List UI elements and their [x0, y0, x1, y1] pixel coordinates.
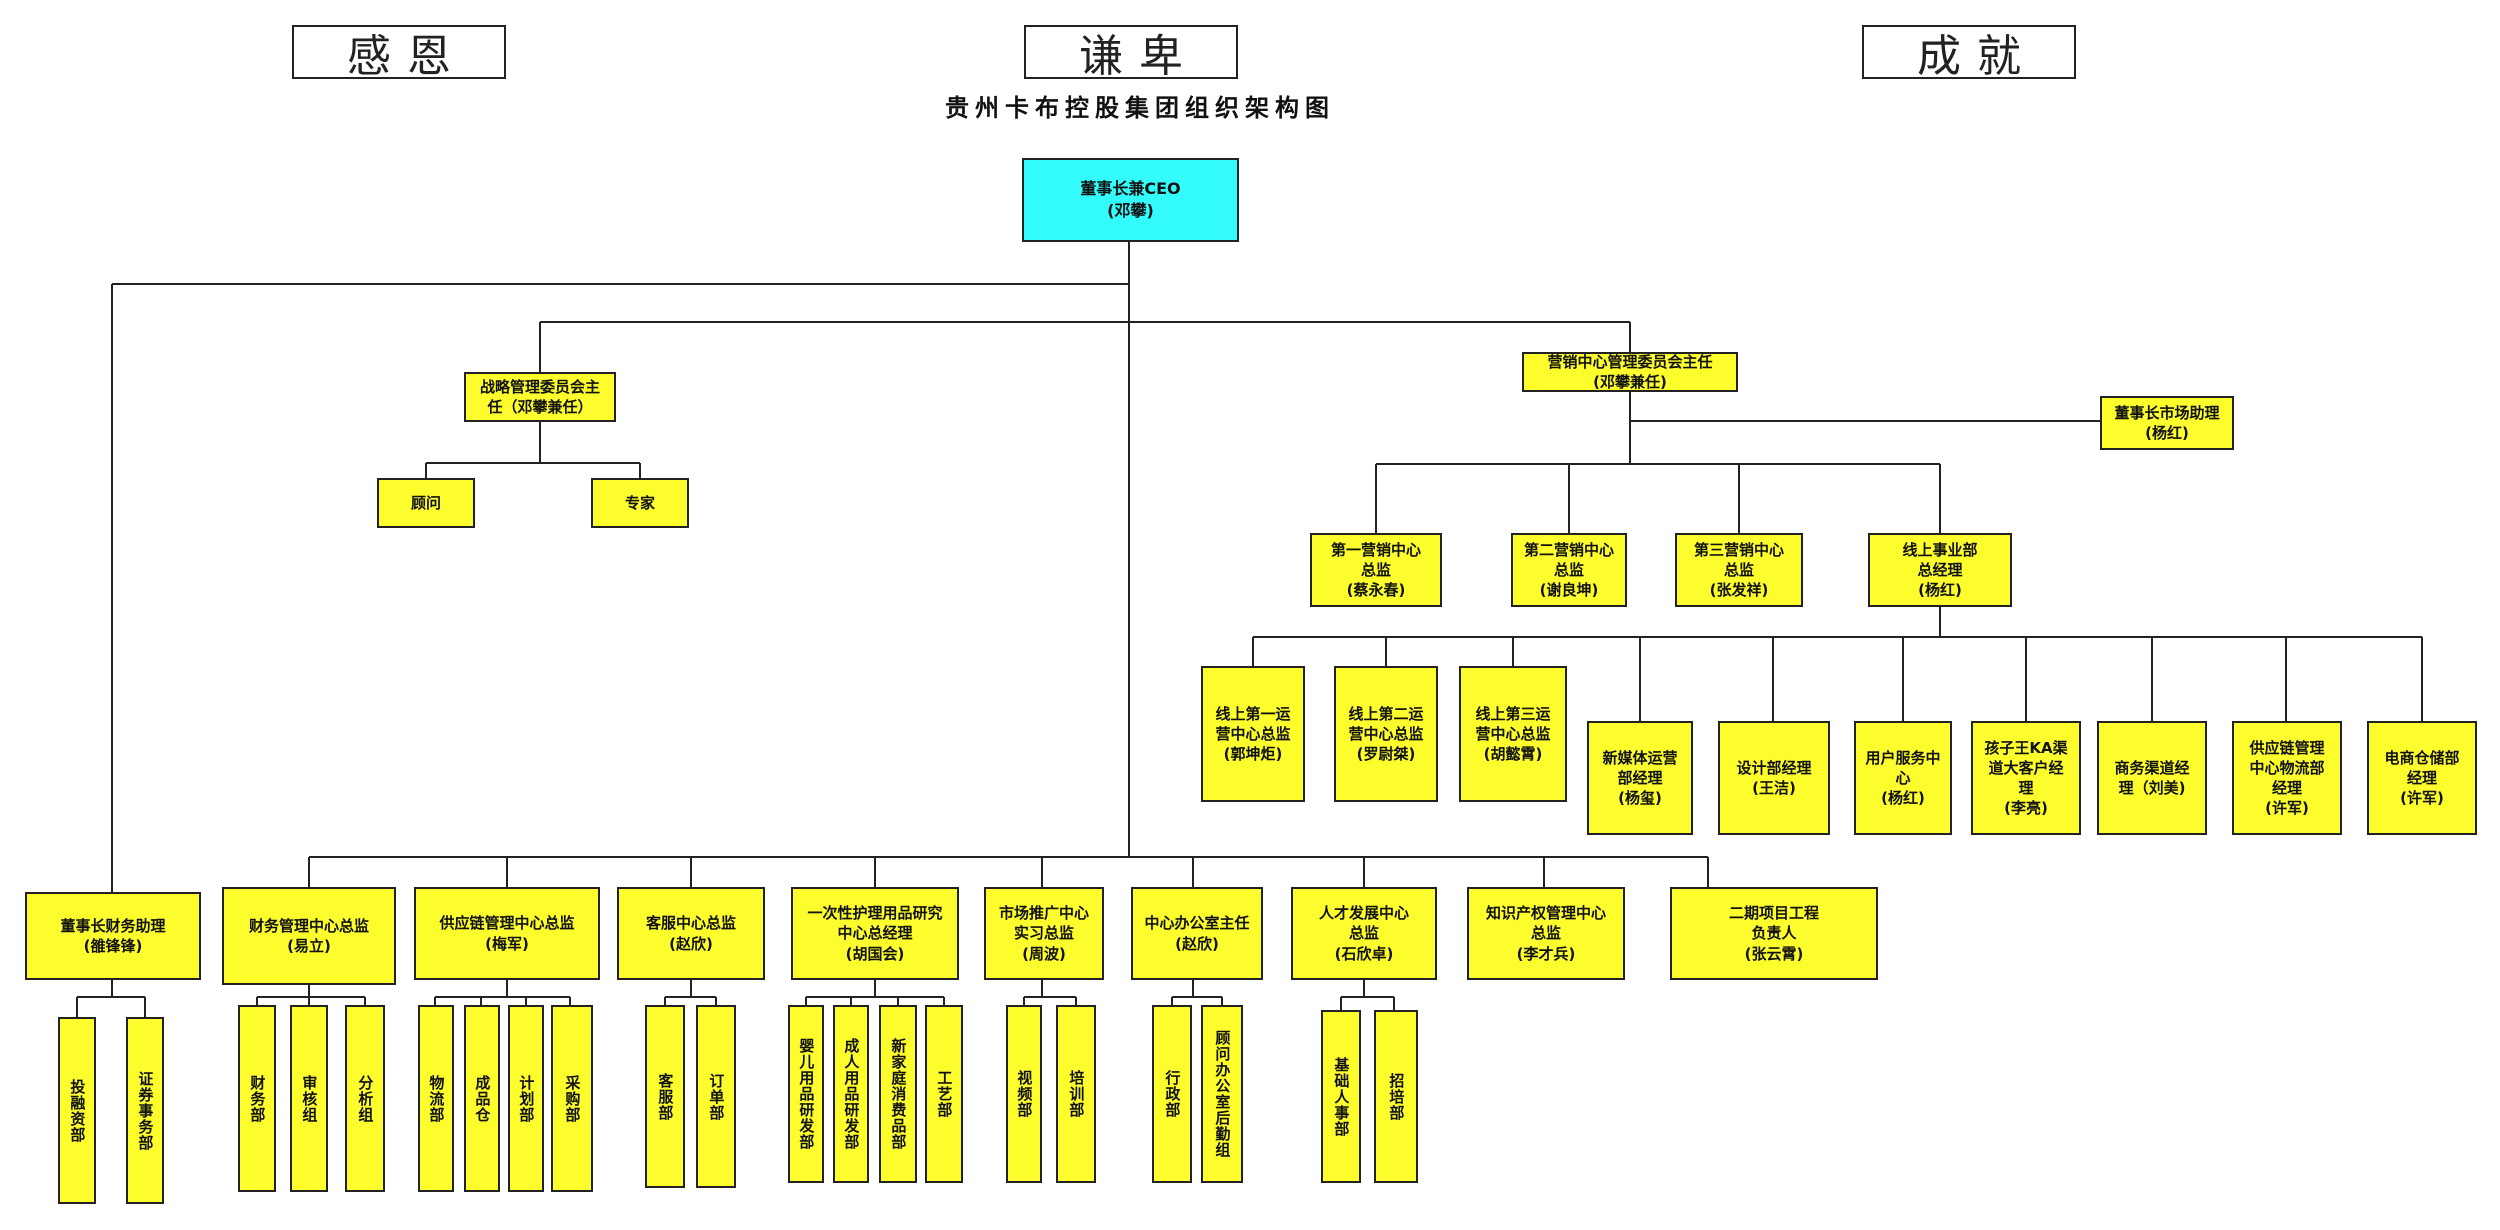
ka-channel-box: 孩子王KA渠 道大客户经 理 (李亮) [1971, 721, 2081, 835]
department-box: 行政部 [1152, 1005, 1192, 1183]
department-box: 新家庭消费品部 [879, 1005, 917, 1183]
ip-center-box: 知识产权管理中心 总监 (李才兵) [1467, 887, 1625, 980]
department-box: 婴儿用品研发部 [788, 1005, 824, 1183]
department-box: 成品仓 [464, 1005, 500, 1192]
department-label: 物流部 [427, 1074, 446, 1123]
department-label: 婴儿用品研发部 [797, 1038, 816, 1150]
department-label: 培训部 [1067, 1070, 1086, 1118]
department-box: 投融资部 [58, 1017, 96, 1204]
department-label: 计划部 [517, 1074, 536, 1123]
department-label: 客服部 [656, 1072, 675, 1121]
department-label: 招培部 [1387, 1072, 1406, 1121]
finance-assistant-box: 董事长财务助理 (雒锋锋) [25, 892, 201, 980]
department-box: 招培部 [1374, 1010, 1418, 1183]
online-op-center-3-box: 线上第三运 营中心总监 (胡懿霄) [1459, 666, 1567, 802]
finance-center-box: 财务管理中心总监 (易立) [222, 887, 396, 985]
department-label: 投融资部 [68, 1078, 87, 1143]
department-label: 基础人事部 [1332, 1056, 1351, 1137]
marketing-committee-box: 营销中心管理委员会主任 (邓攀兼任) [1522, 352, 1738, 392]
expert-box: 专家 [591, 478, 689, 528]
department-box: 基础人事部 [1321, 1010, 1361, 1183]
department-box: 客服部 [645, 1005, 685, 1188]
department-label: 成人用品研发部 [842, 1038, 861, 1150]
customer-center-box: 客服中心总监 (赵欣) [617, 887, 765, 980]
ecom-warehouse-box: 电商仓储部 经理 (许军) [2367, 721, 2477, 835]
banner-gratitude: 感恩 [292, 25, 506, 82]
supply-chain-center-box: 供应链管理中心总监 (梅军) [414, 887, 600, 980]
department-box: 培训部 [1056, 1005, 1096, 1183]
department-box: 证券事务部 [126, 1017, 164, 1204]
department-label: 工艺部 [935, 1070, 954, 1118]
online-op-center-1-box: 线上第一运 营中心总监 (郭坤炬) [1201, 666, 1305, 802]
ceo-box: 董事长兼CEO (邓攀) [1022, 158, 1239, 242]
business-channel-box: 商务渠道经 理（刘美) [2097, 721, 2207, 835]
department-label: 分析组 [356, 1074, 375, 1123]
banner-humility: 谦卑 [1024, 25, 1238, 82]
department-label: 顾问办公室后勤组 [1213, 1030, 1232, 1158]
new-media-box: 新媒体运营 部经理 (杨玺) [1587, 721, 1693, 835]
project-box: 二期项目工程 负责人 (张云霄) [1670, 887, 1878, 980]
department-label: 订单部 [707, 1072, 726, 1121]
promotion-center-box: 市场推广中心 实习总监 (周波) [984, 887, 1104, 980]
department-box: 顾问办公室后勤组 [1201, 1005, 1243, 1183]
department-box: 成人用品研发部 [833, 1005, 869, 1183]
department-box: 分析组 [345, 1005, 385, 1192]
department-box: 计划部 [508, 1005, 544, 1192]
department-label: 成品仓 [473, 1074, 492, 1123]
supply-logistics-box: 供应链管理 中心物流部 经理 (许军) [2232, 721, 2342, 835]
marketing-center-3-box: 第三营销中心 总监 (张发祥) [1675, 533, 1803, 607]
department-box: 订单部 [696, 1005, 736, 1188]
department-box: 采购部 [551, 1005, 593, 1192]
design-box: 设计部经理 (王洁) [1718, 721, 1830, 835]
user-service-box: 用户服务中 心 (杨红) [1854, 721, 1952, 835]
department-box: 财务部 [238, 1005, 276, 1192]
talent-center-box: 人才发展中心 总监 (石欣卓) [1291, 887, 1437, 980]
office-center-box: 中心办公室主任 (赵欣) [1131, 887, 1263, 980]
market-assistant-box: 董事长市场助理 (杨红) [2100, 396, 2234, 450]
advisor-box: 顾问 [377, 478, 475, 528]
strategy-committee-box: 战略管理委员会主 任（邓攀兼任） [464, 372, 616, 422]
research-center-box: 一次性护理用品研究 中心总经理 (胡国会) [791, 887, 959, 980]
department-label: 新家庭消费品部 [889, 1038, 908, 1150]
department-box: 视频部 [1006, 1005, 1042, 1183]
department-label: 采购部 [563, 1074, 582, 1123]
department-box: 物流部 [418, 1005, 454, 1192]
banner-achievement: 成就 [1862, 25, 2076, 82]
department-label: 视频部 [1015, 1070, 1034, 1118]
marketing-center-1-box: 第一营销中心 总监 (蔡永春) [1310, 533, 1442, 607]
department-box: 审核组 [290, 1005, 328, 1192]
department-box: 工艺部 [925, 1005, 963, 1183]
online-division-box: 线上事业部 总经理 (杨红) [1868, 533, 2012, 607]
marketing-center-2-box: 第二营销中心 总监 (谢良坤) [1511, 533, 1627, 607]
department-label: 行政部 [1163, 1070, 1182, 1118]
department-label: 审核组 [300, 1074, 319, 1123]
department-label: 证券事务部 [136, 1070, 155, 1151]
chart-title: 贵州卡布控股集团组织架构图 [945, 94, 1335, 122]
online-op-center-2-box: 线上第二运 营中心总监 (罗尉桀) [1334, 666, 1438, 802]
department-label: 财务部 [248, 1074, 267, 1123]
